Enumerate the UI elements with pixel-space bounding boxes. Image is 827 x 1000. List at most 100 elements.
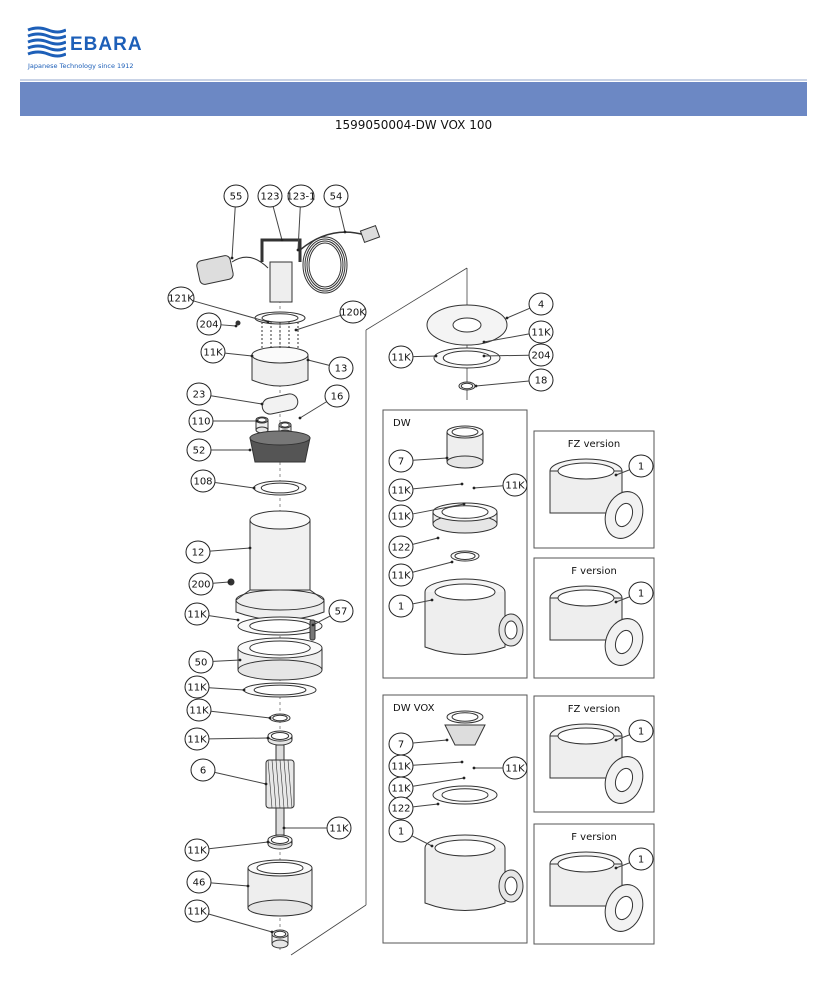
callout-main-13: 52 (186, 438, 252, 462)
callout-box-4-5: 122 (388, 796, 440, 820)
callout-box-1-6: 11K (388, 560, 454, 587)
handle-part (260, 238, 302, 303)
callout-main-17-text: 11K (187, 610, 207, 621)
callout-main-22: 11K (184, 727, 270, 751)
callout-main-10: 23 (186, 382, 264, 406)
callout-main-3: 123-1 (286, 184, 316, 252)
volute-ring-4-part (432, 785, 498, 805)
callout-main-11: 16 (298, 384, 350, 420)
brand-name: EBARA (70, 34, 143, 55)
callout-main-7: 204 (196, 312, 238, 336)
callout-box-1-5-text: 122 (391, 543, 410, 554)
ebara-logo: EBARA Japanese Technology since 1912 (26, 22, 166, 78)
motor-frame-part (235, 510, 325, 621)
callout-main-13-text: 52 (193, 446, 206, 457)
callout-box-5-1-text: 1 (638, 727, 644, 738)
callout-main-15-text: 12 (192, 548, 205, 559)
cable-support-part (249, 430, 311, 463)
callout-main-14: 108 (190, 469, 256, 493)
rotor-shaft-part (265, 744, 295, 836)
callout-box-1-2-text: 11K (391, 486, 411, 497)
callout-main-24-text: 11K (329, 824, 349, 835)
casing-variant-3-part (549, 585, 644, 666)
header-divider (20, 79, 807, 81)
pump-casing-4-part (424, 834, 524, 911)
callout-main-12: 110 (188, 409, 259, 433)
callout-main-27-text: 11K (187, 907, 207, 918)
callout-main-19: 50 (188, 650, 242, 674)
volute-ring-1-part (432, 502, 498, 534)
gasket-part (243, 682, 317, 698)
impeller-4-part (446, 710, 484, 724)
callout-main-5-text: 121K (168, 294, 194, 305)
callout-main-18: 57 (311, 599, 354, 627)
callout-box-3-1-text: 1 (638, 589, 644, 600)
callout-main-21: 11K (186, 698, 272, 722)
oil-seal-part (269, 713, 291, 723)
parts-box-4: DW VOX (382, 694, 528, 944)
callout-main-16-text: 200 (191, 580, 210, 591)
document-title: 1599050004-DW VOX 100 (334, 118, 493, 132)
power-cable-part (299, 224, 381, 294)
callout-main-8-text: 11K (203, 348, 223, 359)
callout-box-4-1-text: 7 (398, 740, 404, 751)
callout-main-26: 46 (186, 870, 250, 894)
callout-main-9-text: 13 (335, 364, 348, 375)
callout-upper-5-text: 18 (535, 376, 548, 387)
callout-main-23: 6 (190, 758, 268, 786)
pump-cover-part (426, 304, 508, 346)
callout-main-12-text: 110 (191, 417, 210, 428)
callout-upper-4: 204 (482, 343, 554, 367)
casing-variant-6-part (549, 851, 644, 932)
brand-tagline: Japanese Technology since 1912 (28, 62, 134, 70)
plug-57-part (309, 619, 316, 641)
callout-box-4-1: 7 (388, 732, 449, 756)
callout-upper-3: 11K (388, 345, 438, 369)
parts-box-2-title: FZ version (568, 439, 620, 450)
callout-main-10-text: 23 (193, 390, 206, 401)
callout-main-25-text: 11K (187, 846, 207, 857)
parts-box-2: FZ version (533, 430, 655, 549)
callout-main-3-text: 123-1 (286, 192, 315, 203)
callout-upper-2-text: 11K (531, 328, 551, 339)
parts-box-3-title: F version (571, 566, 617, 577)
impeller-1-part (446, 425, 484, 469)
callout-box-1-1-text: 7 (398, 457, 404, 468)
bearing-lower-part (267, 834, 293, 850)
shaft-seal-part (271, 929, 289, 949)
callout-main-2-text: 123 (260, 192, 279, 203)
parts-box-4-title: DW VOX (393, 703, 435, 714)
top-cover-part (251, 322, 309, 387)
callout-box-1-3-text: 11K (505, 481, 525, 492)
wear-ring-18-part (458, 381, 476, 391)
parts-box-1-title: DW (393, 418, 411, 429)
callout-box-1-2: 11K (388, 478, 464, 502)
callout-upper-3-text: 11K (391, 353, 411, 364)
callout-main-4-text: 54 (330, 192, 343, 203)
callout-main-17: 11K (184, 602, 240, 626)
screw-204-part (235, 320, 241, 326)
callout-box-1-7: 1 (388, 594, 434, 618)
callout-box-3-1: 1 (614, 581, 654, 605)
capacitor-part (261, 393, 299, 415)
ebara-logo-waves-icon (27, 26, 66, 58)
callout-box-6-1-text: 1 (638, 855, 644, 866)
wear-plate-part (450, 550, 480, 562)
callout-box-4-2-text: 11K (391, 762, 411, 773)
parts-box-5: FZ version (533, 695, 655, 813)
callout-main-9: 13 (306, 356, 354, 380)
callout-box-4-4: 11K (388, 776, 466, 800)
callout-main-6: 120K (294, 300, 367, 332)
callout-box-1-5: 122 (388, 535, 440, 559)
parts-box-5-title: FZ version (568, 704, 620, 715)
callout-box-1-1: 7 (388, 449, 449, 473)
bearing-housing-part (247, 859, 313, 917)
callout-box-4-6-text: 1 (398, 827, 404, 838)
float-switch-part (196, 255, 269, 285)
callout-main-27: 11K (184, 899, 274, 934)
callout-box-4-5-text: 122 (391, 804, 410, 815)
callout-box-2-1-text: 1 (638, 462, 644, 473)
callout-main-23-text: 6 (200, 766, 206, 777)
impeller-vox-blade-part (444, 724, 486, 746)
callout-upper-1-text: 4 (538, 300, 544, 311)
